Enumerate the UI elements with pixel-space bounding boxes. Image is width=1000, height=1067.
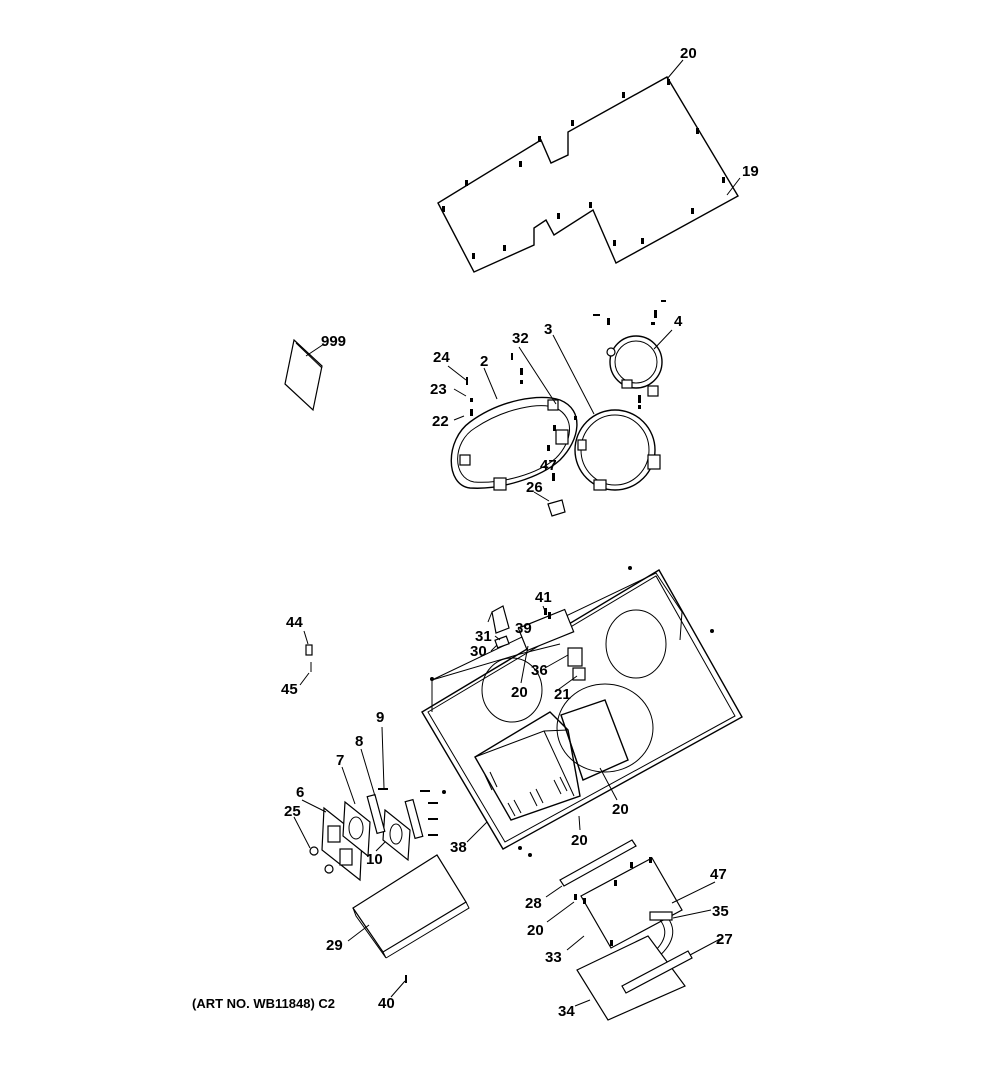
- connector-part-27: [621, 950, 693, 994]
- bracket-part-28: [559, 839, 637, 887]
- callout-39: 39: [515, 620, 532, 637]
- callout-10: 10: [366, 851, 383, 868]
- motor-part-8: [366, 793, 424, 840]
- callout-20-bottom: 20: [527, 922, 544, 939]
- screw-part-44: [305, 644, 313, 656]
- literature-part-999: [284, 338, 323, 412]
- callout-labels: 20 19 999 24 2 32 3 4 23 22 47 26 44 45 …: [192, 45, 759, 1020]
- fan-part-7: [342, 800, 371, 858]
- round-element-part-3: [574, 409, 661, 491]
- callout-33: 33: [545, 949, 562, 966]
- callout-47-bottom: 47: [710, 866, 727, 883]
- callout-7: 7: [336, 752, 344, 769]
- callout-20-mid: 20: [511, 684, 528, 701]
- terminal-part-26: [547, 499, 566, 517]
- element-screws: [466, 300, 666, 451]
- callout-26: 26: [526, 479, 543, 496]
- bracket-part-31: [487, 605, 510, 634]
- washer-part-25: [309, 846, 334, 874]
- fan-screws-part-9: [378, 788, 438, 836]
- callout-47-top: 47: [540, 457, 557, 474]
- art-number: (ART NO. WB11848) C2: [192, 996, 335, 1011]
- callout-20-top: 20: [680, 45, 697, 62]
- callout-41: 41: [535, 589, 552, 606]
- callout-44: 44: [286, 614, 303, 631]
- gasket-outline-part-19: [437, 76, 739, 273]
- main-housing-part-38: [421, 569, 743, 850]
- fan-part-10: [382, 808, 411, 862]
- callout-22: 22: [432, 413, 449, 430]
- callout-999: 999: [321, 333, 346, 350]
- callout-8: 8: [355, 733, 363, 750]
- callout-20-low: 20: [571, 832, 588, 849]
- board-part-33: [574, 857, 683, 949]
- panel-part-34: [576, 935, 686, 1021]
- callout-45: 45: [281, 681, 298, 698]
- gasket-screws-part-20: [442, 79, 725, 259]
- callout-9: 9: [376, 709, 384, 726]
- callout-21: 21: [554, 686, 571, 703]
- callout-29: 29: [326, 937, 343, 954]
- callout-24: 24: [433, 349, 450, 366]
- callout-31: 31: [475, 628, 492, 645]
- callout-36: 36: [531, 662, 548, 679]
- callout-20-right: 20: [612, 801, 629, 818]
- callout-34: 34: [558, 1003, 575, 1020]
- callout-40: 40: [378, 995, 395, 1012]
- leader-lines: [293, 59, 741, 1007]
- callout-23: 23: [430, 381, 447, 398]
- callout-30: 30: [470, 643, 487, 660]
- callout-27: 27: [716, 931, 733, 948]
- callout-6: 6: [296, 784, 304, 801]
- callout-28: 28: [525, 895, 542, 912]
- fan-housing-part-6: [321, 806, 363, 882]
- callout-32: 32: [512, 330, 529, 347]
- callout-19: 19: [742, 163, 759, 180]
- callout-25: 25: [284, 803, 301, 820]
- screw-part-40: [405, 975, 407, 983]
- housing-dots: [430, 566, 714, 857]
- callout-2: 2: [480, 353, 488, 370]
- callout-38: 38: [450, 839, 467, 856]
- screw-part-47-top: [552, 473, 555, 481]
- callout-4: 4: [674, 313, 683, 330]
- callout-3: 3: [544, 321, 552, 338]
- small-element-part-4: [606, 335, 663, 397]
- oval-element-part-2: [450, 396, 578, 491]
- panel-part-29: [352, 854, 470, 959]
- callout-35: 35: [712, 903, 729, 920]
